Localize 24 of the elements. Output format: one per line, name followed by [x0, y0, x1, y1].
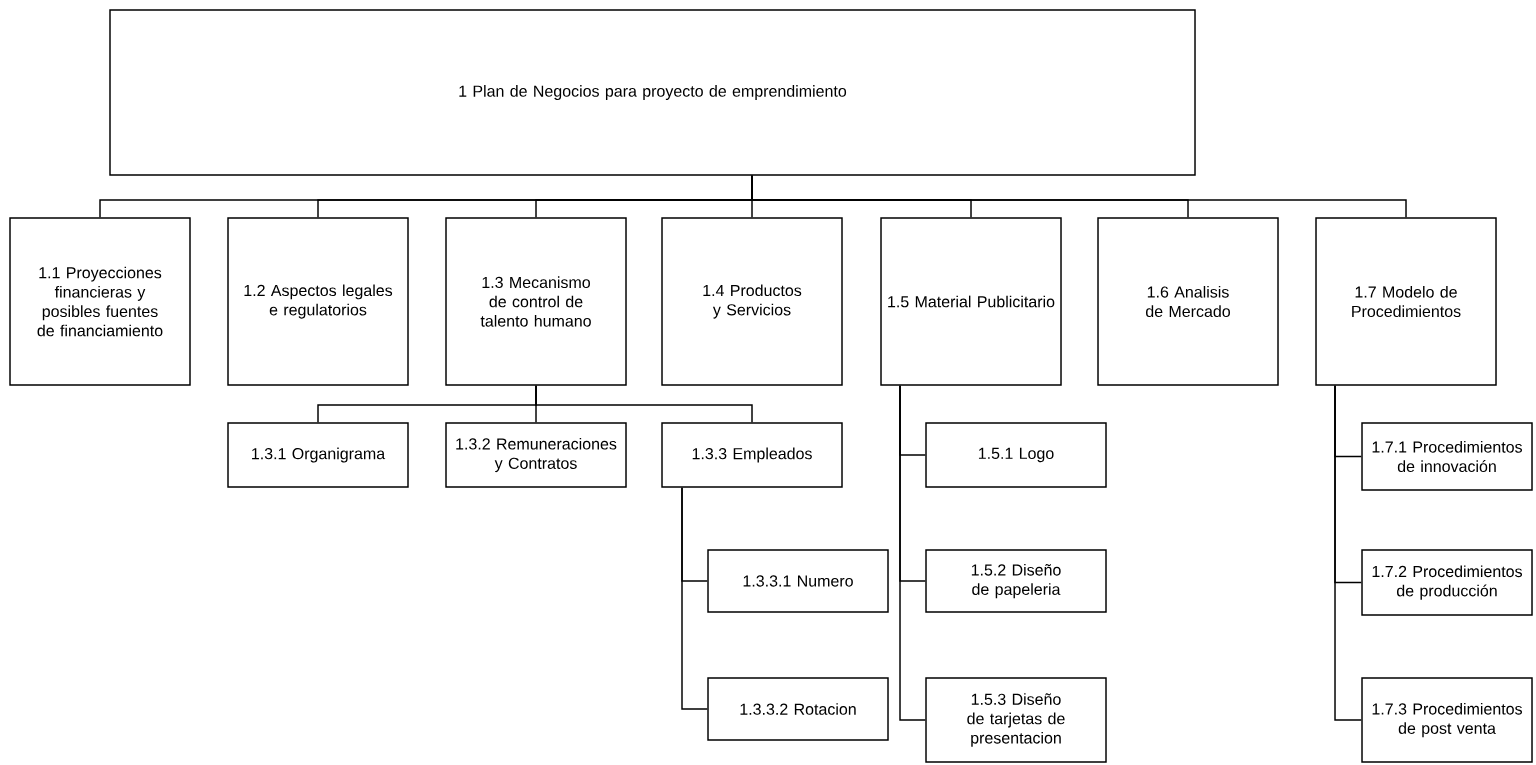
wbs-box: 1.5 Material Publicitario — [880, 217, 1062, 386]
wbs-box: 1.2 Aspectos legales e regulatorios — [227, 217, 409, 386]
wbs-box: 1.3.3 Empleados — [661, 422, 843, 488]
wbs-box: 1.7.1 Procedimientos de innovación — [1361, 422, 1533, 491]
connector-line — [1334, 385, 1362, 721]
wbs-box: 1.7.2 Procedimientos de producción — [1361, 549, 1533, 616]
wbs-box: 1.1 Proyecciones financieras y posibles fuentes de financiamiento — [9, 217, 191, 386]
wbs-box: 1.3.1 Organigrama — [227, 422, 409, 488]
connector-line — [899, 385, 926, 721]
wbs-box: 1.7 Modelo de Procedimientos — [1315, 217, 1497, 386]
wbs-box: 1.3.3.2 Rotacion — [707, 677, 889, 741]
wbs-box: 1.5.1 Logo — [925, 422, 1107, 488]
wbs-box: 1.6 Analisis de Mercado — [1097, 217, 1279, 386]
wbs-box: 1.3.2 Remuneraciones y Contratos — [445, 422, 627, 488]
wbs-box: 1.7.3 Procedimientos de post venta — [1361, 677, 1533, 763]
wbs-box: 1.4 Productos y Servicios — [661, 217, 843, 386]
wbs-box: 1 Plan de Negocios para proyecto de emprendimiento — [109, 9, 1196, 176]
wbs-box: 1.5.3 Diseño de tarjetas de presentacion — [925, 677, 1107, 763]
wbs-box: 1.3 Mecanismo de control de talento humano — [445, 217, 627, 386]
wbs-box: 1.3.3.1 Numero — [707, 549, 889, 613]
connector-line — [681, 487, 708, 710]
connector-line — [535, 385, 753, 423]
wbs-box: 1.5.2 Diseño de papeleria — [925, 549, 1107, 613]
connector-line — [751, 175, 1407, 218]
